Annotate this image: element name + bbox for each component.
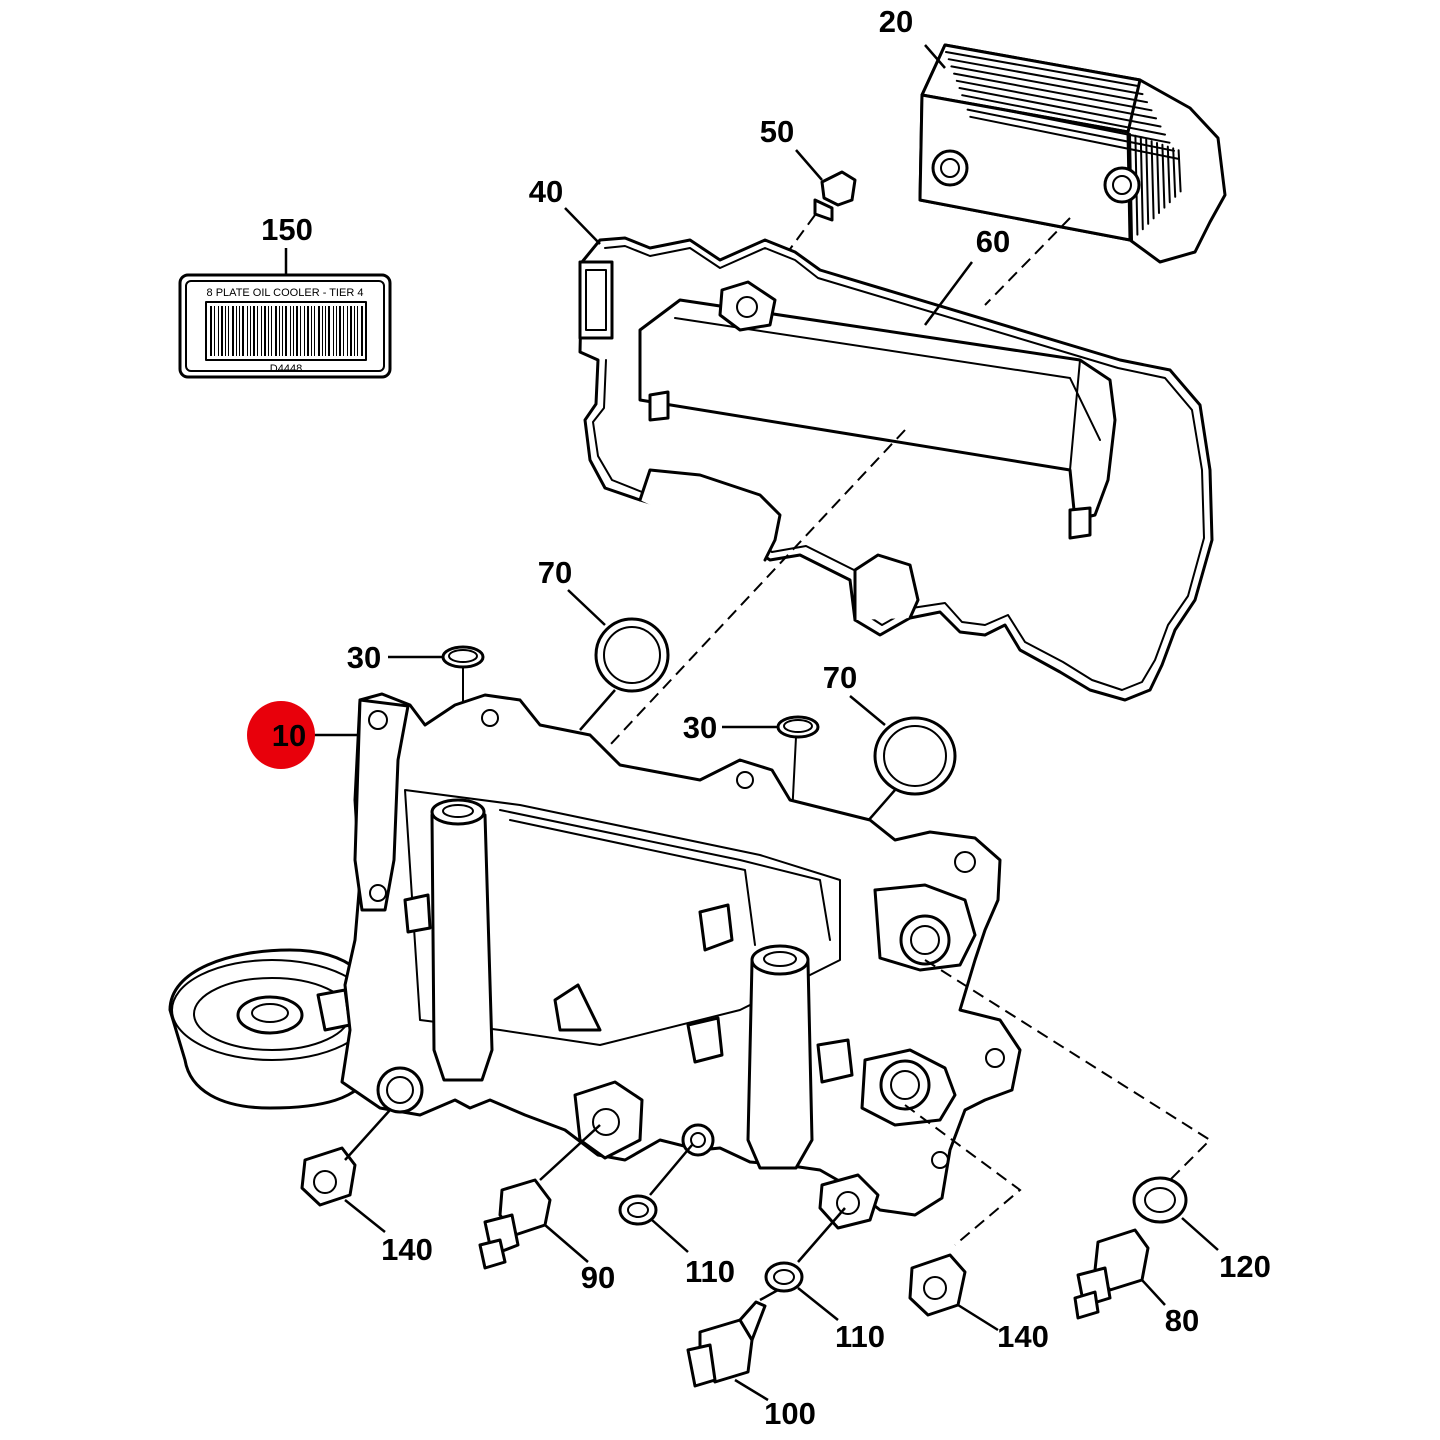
part-40-cooler-housing [564, 207, 1214, 702]
part-90-sensor [478, 1124, 601, 1270]
part-70-o-ring-b [849, 695, 957, 831]
callout-80: 80 [1165, 1303, 1199, 1338]
part-140-plug-a [300, 1109, 391, 1233]
base-port-center [573, 1080, 644, 1160]
cooler-fins [945, 51, 1182, 241]
part-20-oil-cooler-core [918, 43, 1227, 264]
callout-60: 60 [976, 224, 1010, 259]
part-70-o-ring-a [567, 589, 670, 731]
part-110-washer-b [764, 1207, 846, 1321]
callout-140-right: 140 [997, 1319, 1049, 1354]
callout-110-lower: 110 [835, 1319, 885, 1354]
label-tag-code: D4448 [270, 363, 302, 375]
callout-10: 10 [272, 718, 306, 753]
part-140-plug-b [908, 1253, 999, 1332]
callout-90: 90 [581, 1260, 615, 1295]
callout-70-upper: 70 [538, 555, 572, 590]
label-tag-title: 8 PLATE OIL COOLER - TIER 4 [207, 287, 364, 299]
part-110-washer-a [618, 1144, 693, 1253]
part-80-fitting [1073, 1228, 1166, 1320]
callout-100: 100 [764, 1396, 816, 1431]
base-port-lower-left [376, 1066, 424, 1114]
highlight-marker-10 [247, 701, 315, 769]
callout-20: 20 [879, 4, 913, 39]
part-150-label-tag: 8 PLATE OIL COOLER - TIER 4 D4448 [178, 248, 392, 379]
part-10-cooler-base [168, 692, 1022, 1230]
callout-40: 40 [529, 174, 563, 209]
callout-110-upper: 110 [685, 1254, 735, 1289]
base-port-bottom [818, 1173, 880, 1230]
base-port-lower-right [860, 1048, 957, 1127]
callout-140-left: 140 [381, 1232, 433, 1267]
part-120-washer [1132, 1176, 1219, 1251]
barcode [210, 306, 363, 356]
callout-30-upper: 30 [347, 640, 381, 675]
callout-120: 120 [1219, 1249, 1271, 1284]
part-100-temperature-sensor [686, 1288, 779, 1402]
callout-50: 50 [760, 114, 794, 149]
callout-70-lower: 70 [823, 660, 857, 695]
callout-30-lower: 30 [683, 710, 717, 745]
callout-150: 150 [261, 212, 313, 247]
base-port-upper-right [873, 883, 977, 972]
